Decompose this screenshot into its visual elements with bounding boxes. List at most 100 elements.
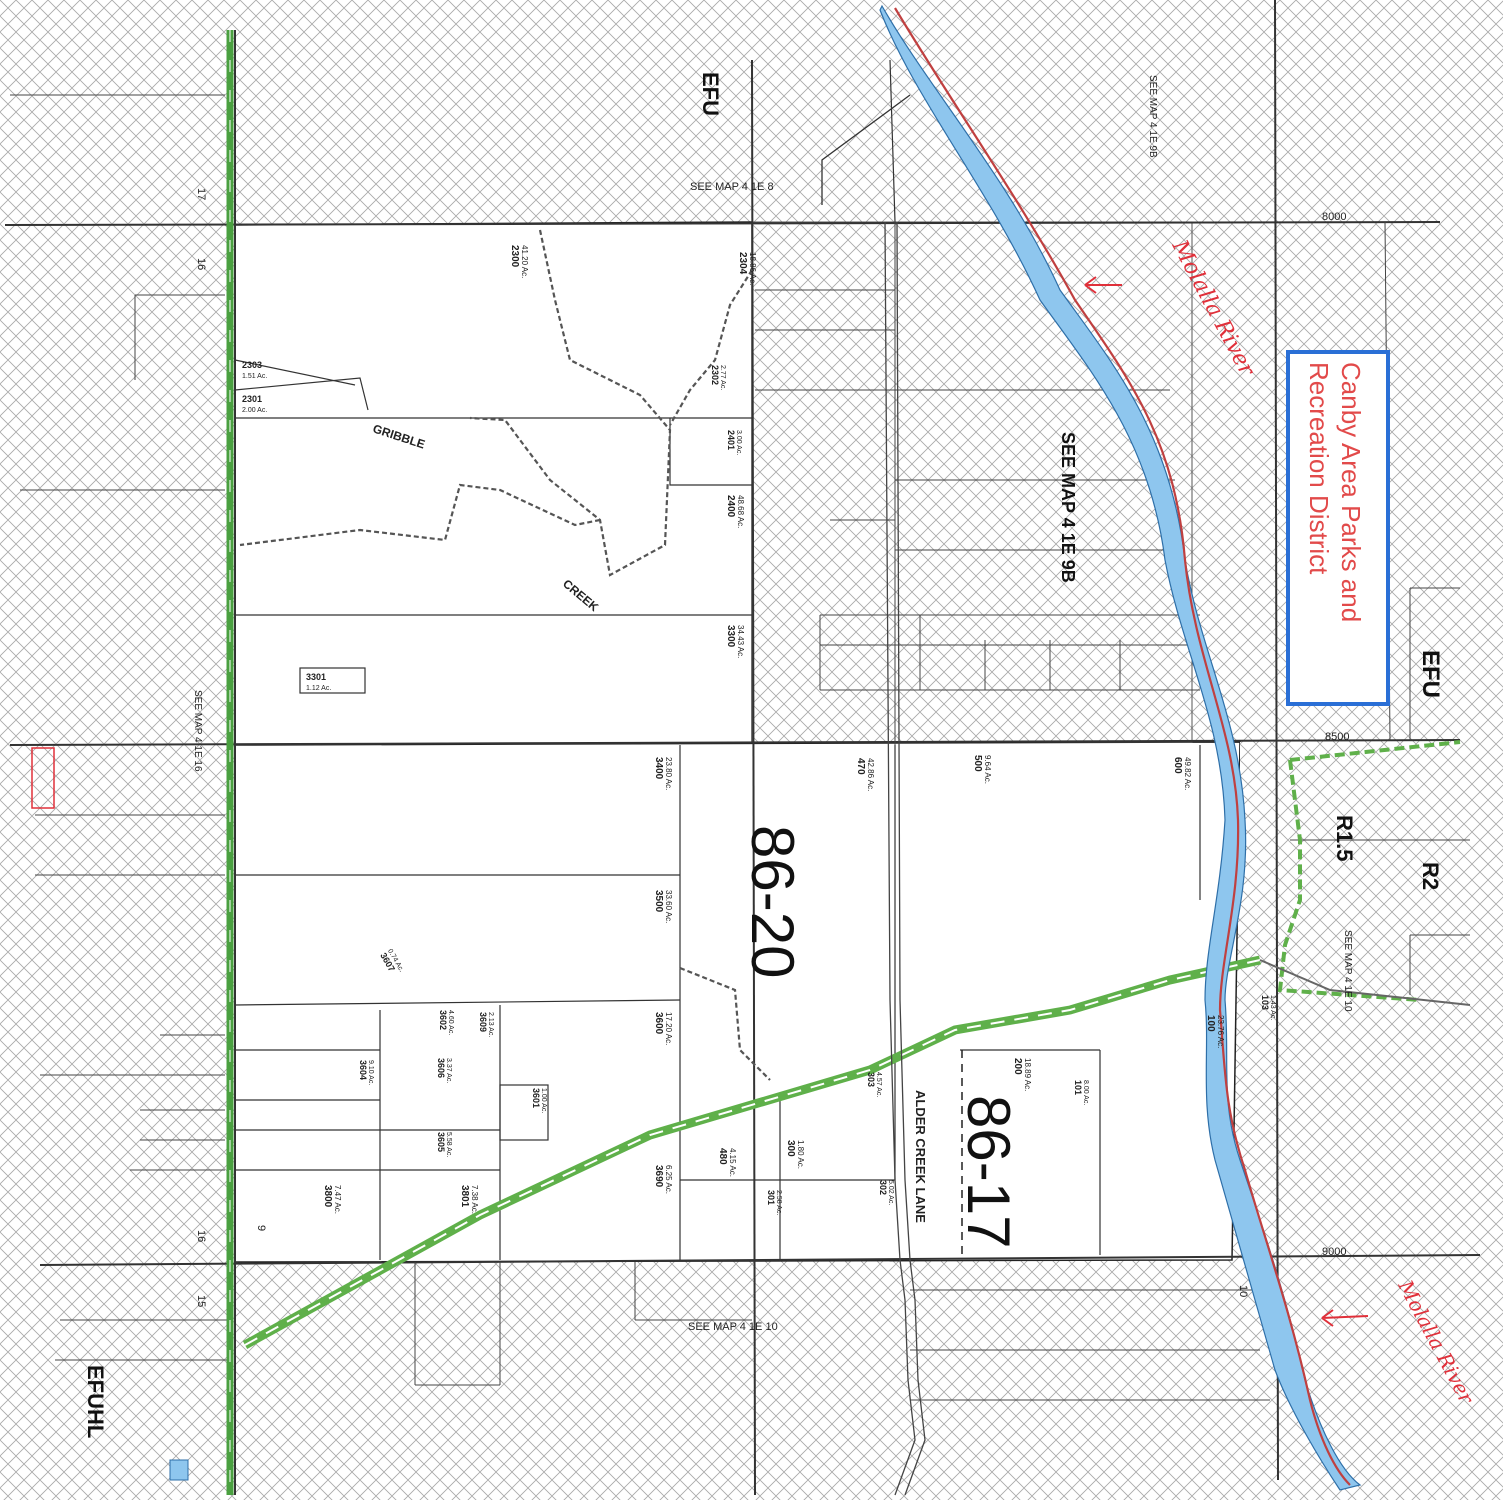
svg-text:2304: 2304 bbox=[737, 252, 748, 275]
svg-text:9.64 Ac.: 9.64 Ac. bbox=[983, 755, 992, 784]
molalla-river bbox=[879, 4, 1362, 1491]
svg-text:500: 500 bbox=[972, 755, 983, 772]
svg-text:3601: 3601 bbox=[531, 1088, 541, 1108]
svg-text:100: 100 bbox=[1205, 1015, 1216, 1032]
svg-text:1.00 Ac.: 1.00 Ac. bbox=[540, 1088, 547, 1113]
svg-text:1.80 Ac.: 1.80 Ac. bbox=[796, 1140, 805, 1169]
svg-text:9000: 9000 bbox=[1322, 1246, 1346, 1258]
svg-text:1.51 Ac.: 1.51 Ac. bbox=[242, 373, 267, 380]
svg-text:3300: 3300 bbox=[725, 625, 736, 648]
svg-text:101: 101 bbox=[1073, 1080, 1083, 1095]
see-map-bottom: SEE MAP 4 1E 10 bbox=[688, 1321, 778, 1333]
svg-text:3690: 3690 bbox=[653, 1165, 664, 1188]
svg-text:3500: 3500 bbox=[653, 890, 664, 913]
see-map-left: SEE MAP 4 1E 16 bbox=[192, 690, 203, 772]
svg-text:2300: 2300 bbox=[509, 245, 520, 268]
svg-text:49.82 Ac.: 49.82 Ac. bbox=[1183, 757, 1192, 790]
svg-text:3605: 3605 bbox=[436, 1132, 446, 1152]
svg-text:200: 200 bbox=[1012, 1058, 1023, 1075]
svg-text:301: 301 bbox=[766, 1190, 776, 1205]
svg-text:2401: 2401 bbox=[726, 430, 736, 450]
file-label-86-17: 86-17 bbox=[955, 1095, 1022, 1248]
svg-text:470: 470 bbox=[855, 758, 866, 775]
parcel-area bbox=[234, 221, 1280, 1263]
svg-text:103: 103 bbox=[1260, 995, 1270, 1010]
svg-text:300: 300 bbox=[785, 1140, 796, 1157]
svg-text:8.00 Ac.: 8.00 Ac. bbox=[1082, 1080, 1089, 1105]
section-numbers: 17 16 16 15 9 10 8000 8500 9000 bbox=[195, 188, 1349, 1307]
svg-text:303: 303 bbox=[866, 1072, 876, 1087]
svg-text:600: 600 bbox=[1172, 757, 1183, 774]
svg-text:2400: 2400 bbox=[725, 495, 736, 518]
svg-text:3801: 3801 bbox=[459, 1185, 470, 1208]
svg-text:2.58 Ac.: 2.58 Ac. bbox=[775, 1190, 782, 1215]
svg-text:42.86 Ac.: 42.86 Ac. bbox=[866, 758, 875, 791]
svg-text:18.86 Ac.: 18.86 Ac. bbox=[748, 252, 757, 285]
svg-text:16: 16 bbox=[195, 258, 207, 270]
svg-text:16: 16 bbox=[195, 1230, 207, 1242]
see-map-top-right: SEE MAP 4 1E 9B bbox=[1147, 75, 1158, 158]
svg-text:6.25 Ac.: 6.25 Ac. bbox=[664, 1165, 673, 1194]
svg-text:302: 302 bbox=[878, 1180, 888, 1195]
svg-text:2301: 2301 bbox=[242, 394, 262, 404]
svg-text:23.76 Ac.: 23.76 Ac. bbox=[1216, 1015, 1225, 1048]
callout-line-2: Recreation District bbox=[1304, 362, 1334, 575]
svg-text:7.47 Ac.: 7.47 Ac. bbox=[333, 1185, 342, 1214]
red-marker-box bbox=[31, 747, 55, 809]
svg-text:41.20 Ac.: 41.20 Ac. bbox=[520, 245, 529, 278]
svg-text:2302: 2302 bbox=[710, 365, 720, 385]
svg-text:4.60 Ac.: 4.60 Ac. bbox=[447, 1010, 454, 1035]
svg-text:48.68 Ac.: 48.68 Ac. bbox=[736, 495, 745, 528]
file-label-86-20: 86-20 bbox=[739, 825, 806, 978]
zone-label-r2: R2 bbox=[1418, 862, 1443, 890]
svg-text:23.80 Ac.: 23.80 Ac. bbox=[664, 757, 673, 790]
green-road bbox=[226, 30, 1471, 1495]
svg-text:9: 9 bbox=[255, 1225, 267, 1231]
parcel-lines bbox=[234, 359, 1201, 1260]
svg-text:4.15 Ac.: 4.15 Ac. bbox=[728, 1148, 737, 1177]
svg-text:3602: 3602 bbox=[438, 1010, 448, 1030]
svg-text:7.38 Ac.: 7.38 Ac. bbox=[470, 1185, 479, 1214]
svg-text:2303: 2303 bbox=[242, 360, 262, 370]
svg-text:2.00 Ac.: 2.00 Ac. bbox=[242, 407, 267, 414]
svg-text:9.10 Ac.: 9.10 Ac. bbox=[367, 1060, 374, 1085]
svg-text:3606: 3606 bbox=[436, 1058, 446, 1078]
parcel-2303: 2303 1.51 Ac. bbox=[242, 360, 267, 380]
zone-label-efu-right: EFU bbox=[1417, 650, 1444, 698]
zone-label-efuhl: EFUHL bbox=[83, 1365, 108, 1438]
arrow-river-bottom bbox=[1321, 1309, 1369, 1327]
alder-creek-lane bbox=[884, 221, 926, 1496]
svg-text:1.12 Ac.: 1.12 Ac. bbox=[306, 685, 331, 692]
see-map-center: SEE MAP 4 1E 9B bbox=[1058, 432, 1078, 583]
zone-label-efu-top: EFU bbox=[698, 72, 723, 116]
parcel-2301: 2301 2.00 Ac. bbox=[242, 394, 267, 414]
svg-text:5.02 Ac.: 5.02 Ac. bbox=[887, 1180, 894, 1205]
callout-canby-parks: Canby Area Parks and Recreation District bbox=[1286, 350, 1390, 706]
svg-text:3600: 3600 bbox=[653, 1012, 664, 1035]
creek-lines bbox=[239, 229, 771, 1081]
svg-text:10: 10 bbox=[1237, 1285, 1249, 1297]
